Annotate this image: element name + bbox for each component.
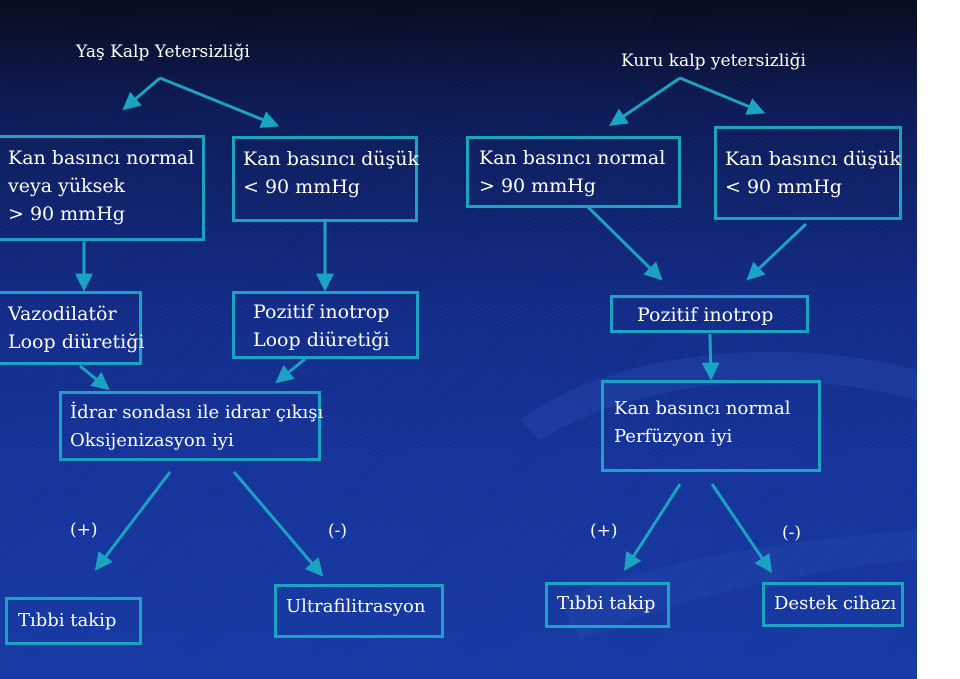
wet-treatment-left-box: Vazodilatör Loop diüretiği	[0, 291, 145, 365]
wet-treatment-right-line-1: Pozitif inotrop	[253, 301, 390, 323]
dry-plus-sign: (+)	[590, 521, 618, 541]
dry-bp-low-box: Kan basıncı düşük < 90 mmHg	[714, 126, 902, 220]
dry-status-line-2: Perfüzyon iyi	[614, 426, 733, 447]
wet-bp-normal-line-3: > 90 mmHg	[8, 203, 125, 225]
wet-outcome-plus-box: Tıbbi takip	[5, 597, 142, 645]
dry-outcome-minus-label: Destek cihazı	[774, 593, 897, 614]
wet-title: Yaş Kalp Yetersizliği	[76, 42, 250, 62]
wet-monitoring-line-2: Oksijenizasyon iyi	[70, 430, 234, 451]
wet-bp-low-line-2: < 90 mmHg	[243, 176, 360, 198]
wet-outcome-plus-label: Tıbbi takip	[18, 610, 117, 631]
arrow-dry-normal-to-treatment	[586, 205, 663, 281]
arrow-wet-title-to-normal	[122, 76, 161, 111]
wet-monitoring-box: İdrar sondası ile idrar çıkışı Oksijeniz…	[59, 391, 324, 461]
dry-outcome-minus-box: Destek cihazı	[762, 582, 904, 627]
wet-treatment-left-line-1: Vazodilatör	[8, 303, 117, 325]
dry-bp-normal-line-2: > 90 mmHg	[479, 175, 596, 197]
wet-treatment-right-line-2: Loop diüretiği	[253, 329, 390, 351]
dry-status-line-1: Kan basıncı normal	[614, 398, 791, 419]
slide: Yaş Kalp Yetersizliği Kan basıncı normal…	[0, 0, 917, 679]
dry-bp-low-line-2: < 90 mmHg	[725, 176, 842, 198]
wet-outcome-minus-box: Ultrafilitrasyon	[274, 584, 444, 638]
wet-bp-normal-box: Kan basıncı normal veya yüksek > 90 mmHg	[0, 135, 205, 241]
dry-outcome-plus-label: Tıbbi takip	[557, 593, 656, 614]
wet-bp-low-box: Kan basıncı düşük < 90 mmHg	[232, 136, 420, 222]
arrow-wet-right-to-monitoring	[275, 357, 306, 384]
arrow-dry-treatment-to-status	[701, 333, 720, 381]
dry-bp-low-line-1: Kan basıncı düşük	[725, 148, 902, 170]
arrow-wet-left-to-monitoring	[79, 364, 110, 391]
arrow-wet-monitoring-to-minus	[232, 471, 324, 577]
arrow-dry-title-to-normal	[609, 76, 681, 127]
wet-outcome-minus-label: Ultrafilitrasyon	[286, 596, 426, 617]
wet-bp-low-line-1: Kan basıncı düşük	[243, 148, 420, 170]
wet-bp-normal-line-1: Kan basıncı normal	[8, 147, 195, 169]
arrow-dry-low-to-treatment	[746, 222, 808, 281]
wet-plus-sign: (+)	[70, 520, 98, 540]
arrow-dry-status-to-minus	[710, 483, 773, 573]
wet-bp-normal-line-2: veya yüksek	[8, 175, 126, 197]
dry-title: Kuru kalp yetersizliği	[621, 51, 806, 71]
wet-treatment-left-line-2: Loop diüretiği	[8, 331, 145, 353]
dry-minus-sign: (-)	[782, 523, 802, 543]
background-swoosh	[520, 351, 917, 640]
connector-arrows	[75, 76, 808, 577]
arrow-wet-monitoring-to-plus	[94, 471, 172, 571]
arrow-dry-title-to-low	[679, 76, 766, 115]
dry-outcome-plus-box: Tıbbi takip	[545, 582, 670, 628]
wet-minus-sign: (-)	[328, 521, 348, 541]
arrow-dry-status-to-plus	[624, 483, 682, 572]
wet-monitoring-line-1: İdrar sondası ile idrar çıkışı	[70, 402, 324, 423]
dry-status-box: Kan basıncı normal Perfüzyon iyi	[601, 380, 821, 472]
dry-treatment-box: Pozitif inotrop	[610, 295, 809, 333]
dry-bp-normal-box: Kan basıncı normal > 90 mmHg	[466, 136, 681, 208]
dry-bp-normal-line-1: Kan basıncı normal	[479, 147, 666, 169]
dry-treatment-label: Pozitif inotrop	[637, 304, 774, 326]
arrow-wet-title-to-low	[159, 76, 280, 128]
wet-treatment-right-box: Pozitif inotrop Loop diüretiği	[232, 291, 419, 359]
